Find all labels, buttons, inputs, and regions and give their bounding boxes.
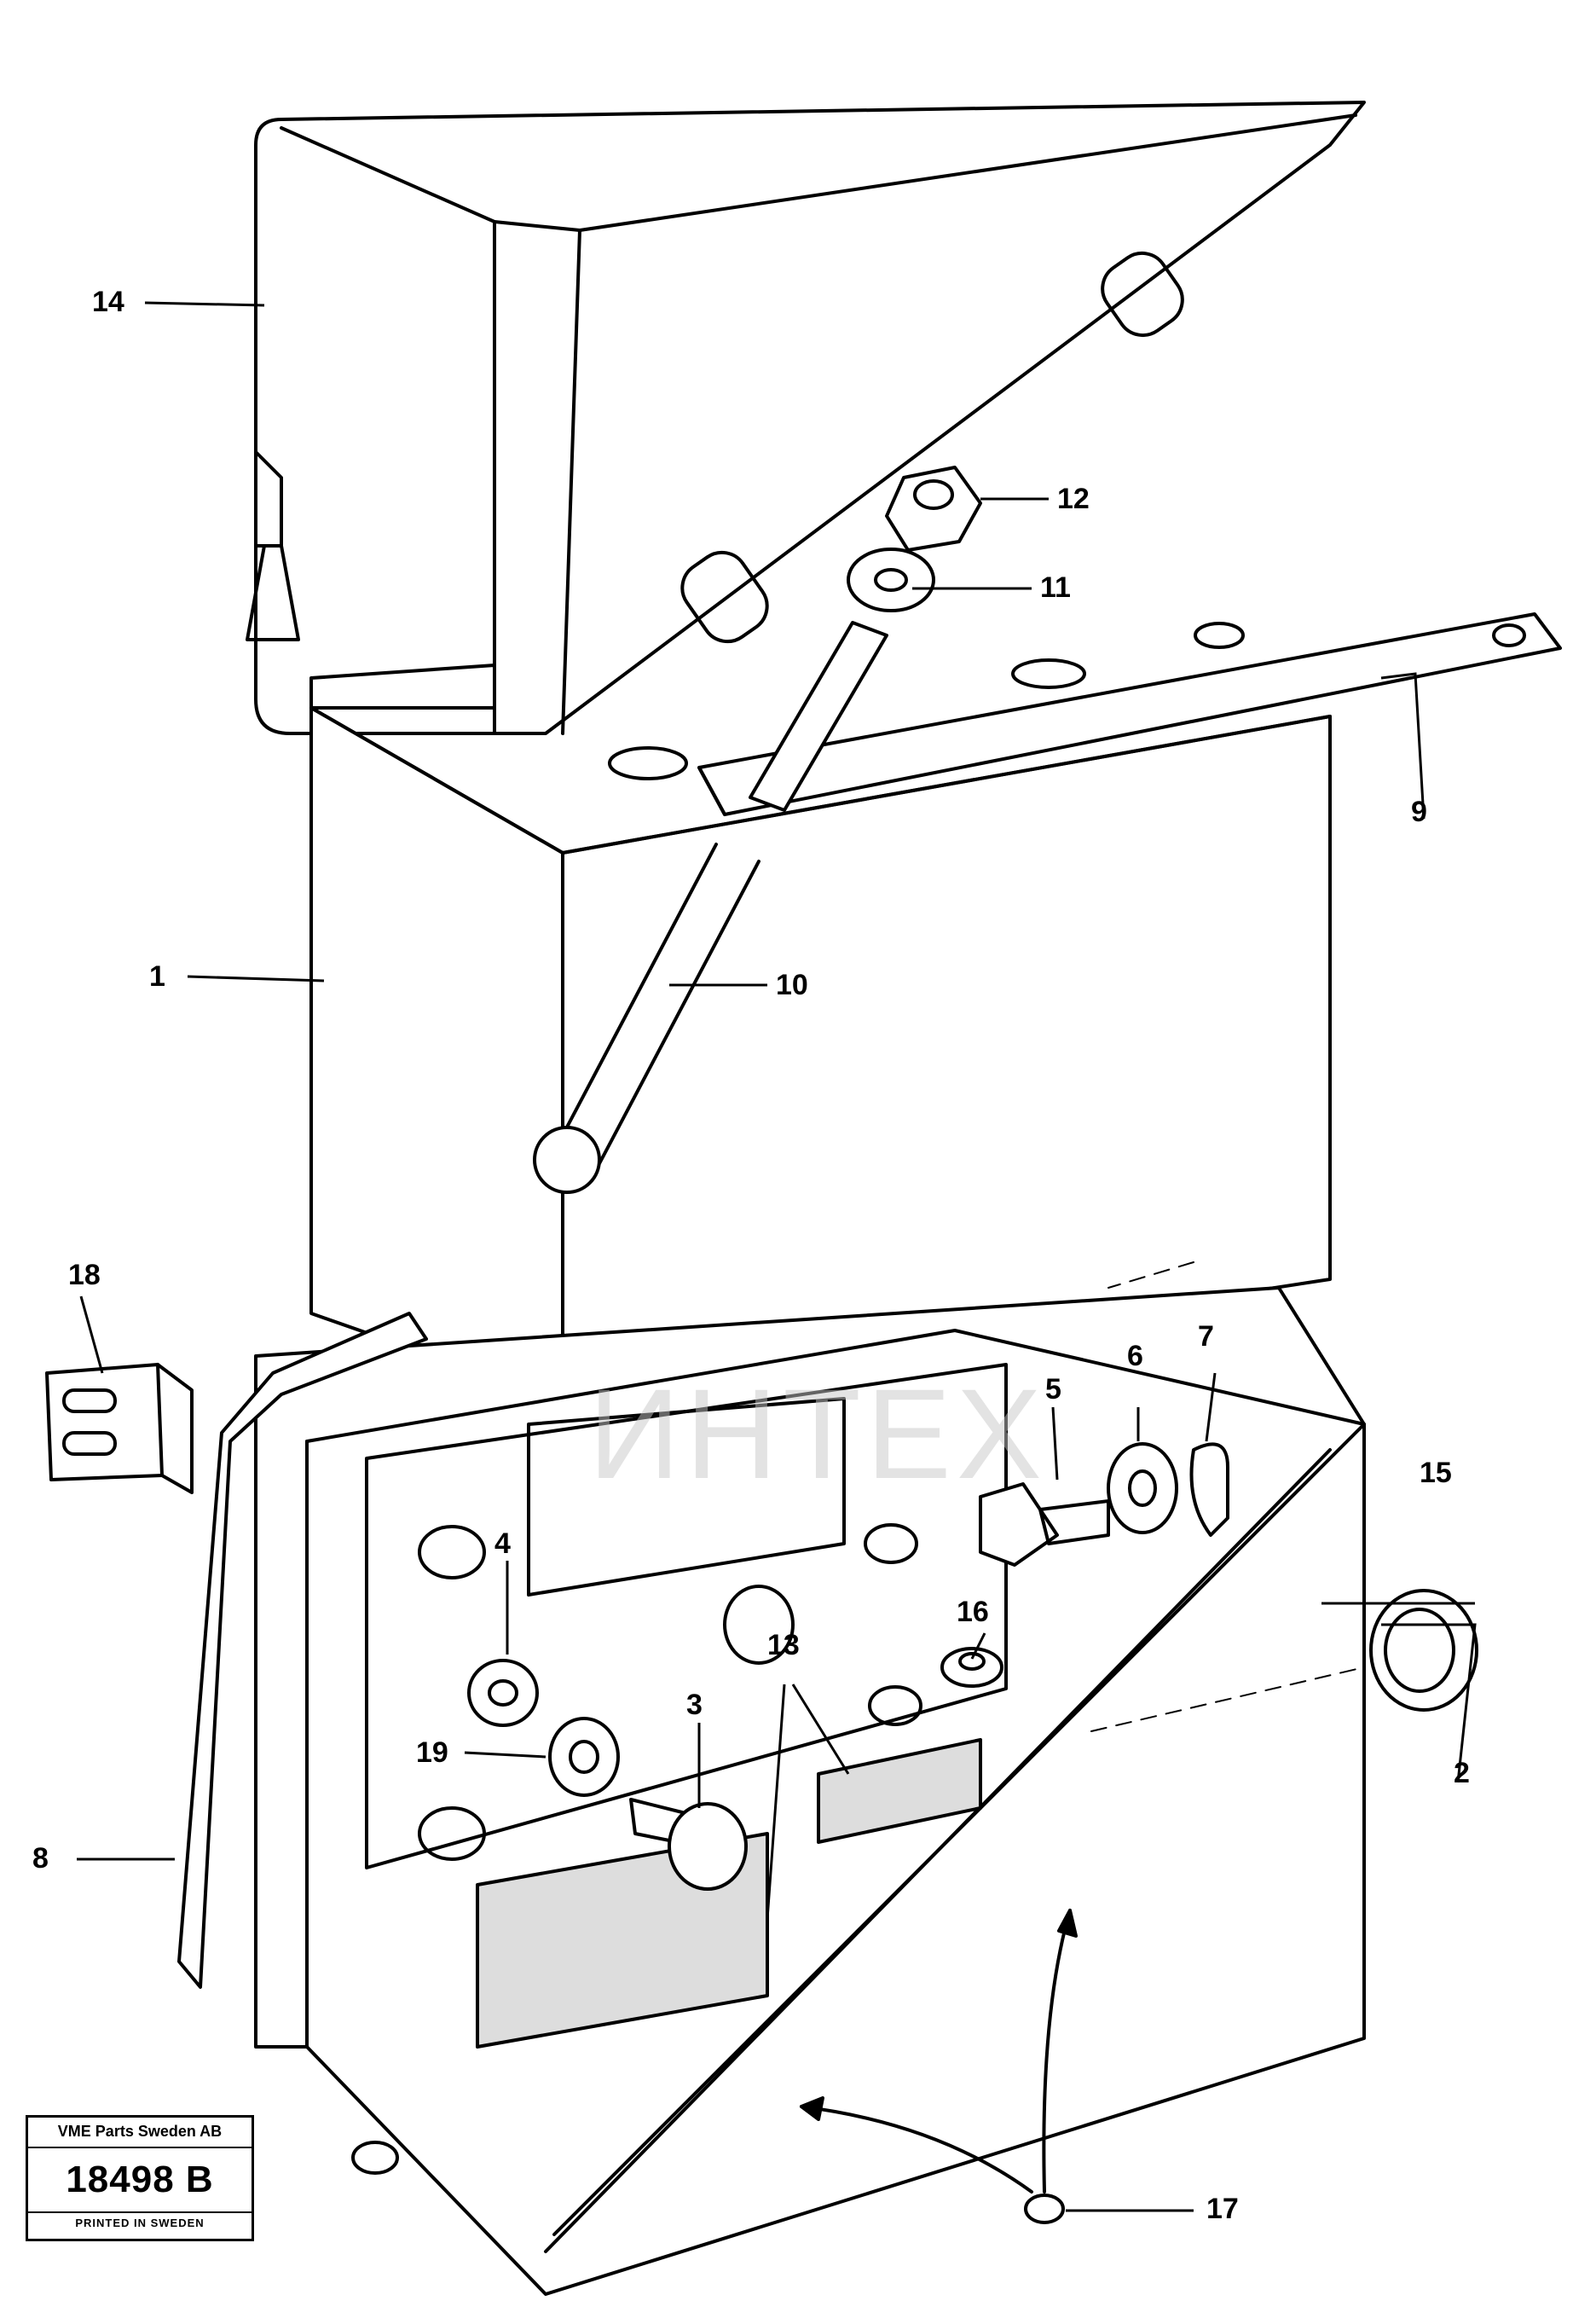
callout-1: 1 (149, 960, 165, 993)
leader-lines (77, 301, 1477, 2212)
callout-18: 18 (68, 1259, 101, 1291)
washer-part-4 (467, 1659, 539, 1727)
callout-13: 13 (767, 1629, 800, 1661)
stamp-printed-note: PRINTED IN SWEDEN (75, 2217, 205, 2229)
stamp-company: VME Parts Sweden AB (57, 2123, 223, 2140)
callout-3: 3 (686, 1689, 703, 1721)
callout-14: 14 (92, 286, 124, 318)
callout-17: 17 (1206, 2193, 1239, 2225)
watermark-text: ИНТЕХ (588, 1362, 1047, 1505)
washer-part-6 (1107, 1442, 1178, 1534)
clamp-bar-part-9 (697, 612, 1562, 816)
callout-7: 7 (1198, 1320, 1214, 1353)
callout-4: 4 (494, 1527, 511, 1560)
callout-15: 15 (1420, 1457, 1452, 1489)
tie-rod-part-10 (533, 843, 760, 1194)
nut-part-12 (885, 466, 982, 552)
alignment-lines (1090, 1261, 1365, 1732)
bolt-part-3 (629, 1798, 748, 1891)
callout-10: 10 (776, 969, 808, 1001)
callout-5: 5 (1045, 1373, 1061, 1405)
callout-2: 2 (1454, 1757, 1470, 1789)
stamp-divider (28, 2211, 252, 2213)
seal-strip-part-8 (177, 1312, 428, 1989)
stamp-divider (28, 2147, 252, 2148)
plug-part-16 (940, 1647, 1003, 1688)
lug-part-7 (1189, 1442, 1229, 1537)
callout-11: 11 (1040, 571, 1071, 604)
battery-part-1 (309, 622, 1332, 1400)
threaded-rod (749, 621, 888, 812)
washer-part-11 (847, 548, 935, 612)
callout-16: 16 (957, 1596, 989, 1628)
bracket-part-18 (45, 1363, 194, 1494)
title-block-stamp: VME Parts Sweden AB 18498 B PRINTED IN S… (26, 2115, 254, 2241)
clip-part-17 (800, 1909, 1078, 2224)
callout-19: 19 (416, 1736, 448, 1769)
spacer-part-19 (548, 1717, 620, 1797)
stamp-drawing-code: 18498 B (66, 2159, 214, 2200)
callout-8: 8 (32, 1842, 49, 1875)
cover-part-14 (246, 101, 1366, 735)
callout-6: 6 (1127, 1340, 1143, 1372)
bolt-part-5 (979, 1482, 1110, 1567)
grommet-part-15 (1369, 1589, 1478, 1712)
callout-9: 9 (1411, 796, 1427, 828)
callout-12: 12 (1057, 483, 1090, 515)
